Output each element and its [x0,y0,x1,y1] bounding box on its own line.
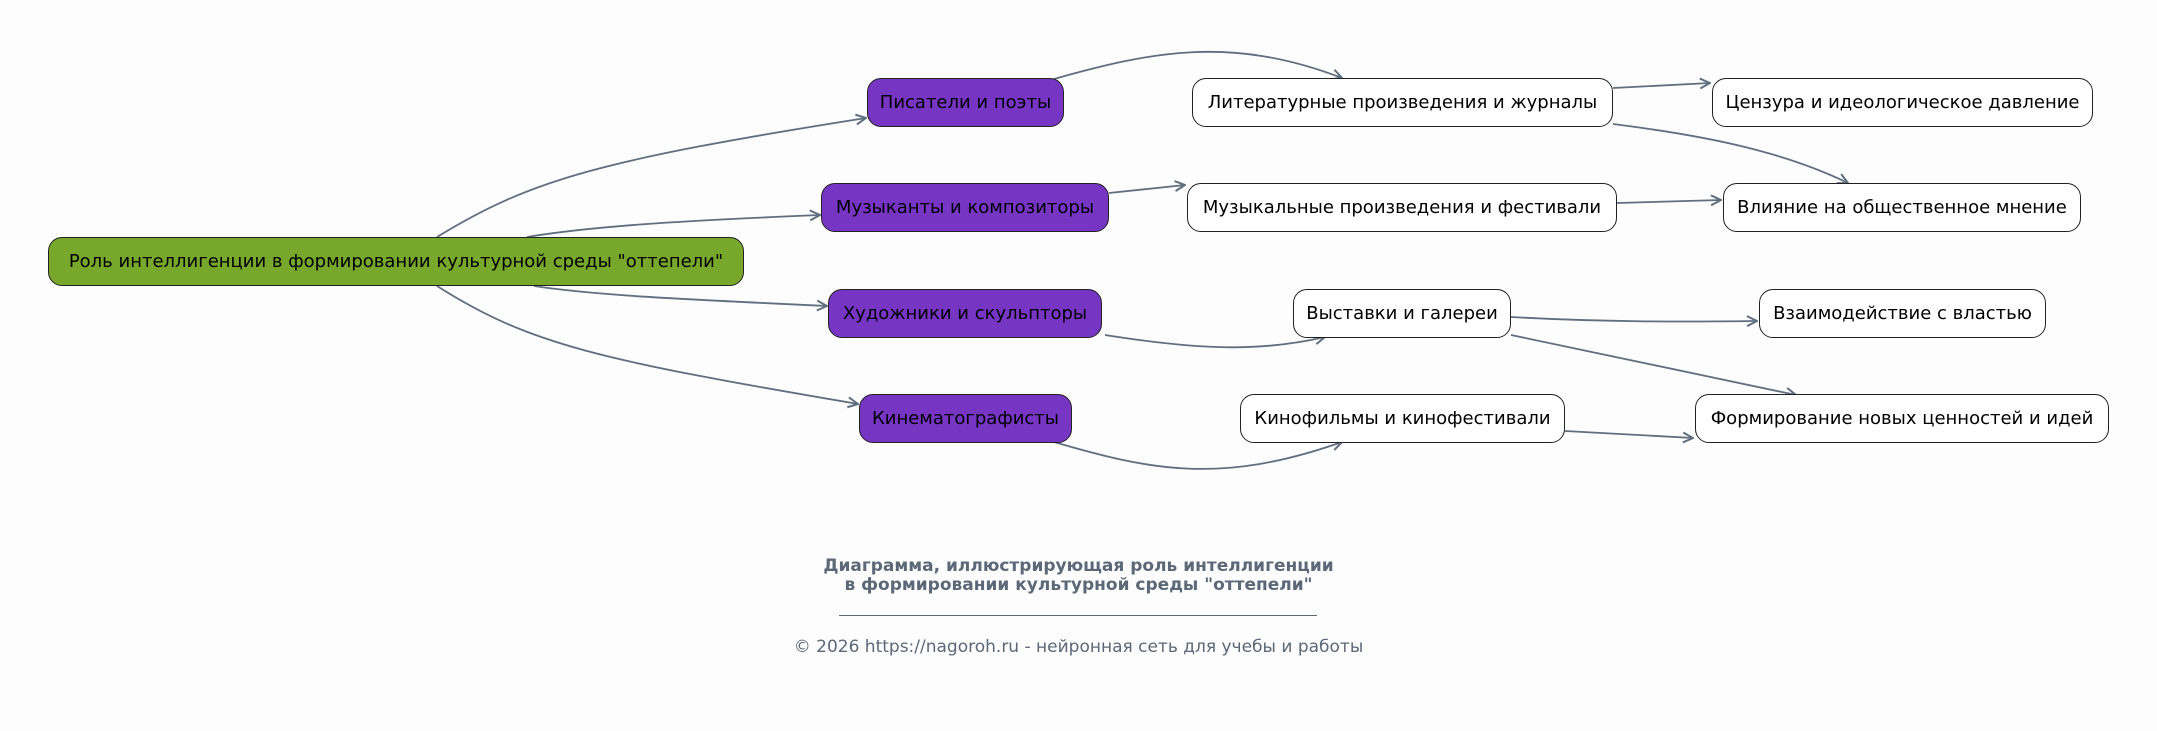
node-writers: Писатели и поэты [867,78,1064,127]
edge-root-writers [436,118,866,238]
footer-copyright: © 2026 https://nagoroh.ru - нейронная се… [793,637,1364,657]
diagram-caption: Диаграмма, иллюстрирующая роль интеллиге… [0,557,2157,595]
node-censorship: Цензура и идеологическое давление [1712,78,2093,127]
edge-literature-influence [1612,123,1848,183]
node-musicians: Музыканты и композиторы [821,183,1109,232]
node-interaction: Взаимодействие с властью [1759,289,2046,338]
edge-literature-censorship [1612,83,1710,88]
edge-exhibitions-new-values [1510,334,1796,395]
node-films: Кинофильмы и кинофестивали [1240,394,1565,443]
edge-films-new-values [1564,430,1693,438]
edge-writers-literature [1053,50,1342,79]
edge-musicians-music [1108,185,1185,194]
edge-root-artists [533,285,827,306]
edge-music-influence [1616,200,1721,203]
node-music: Музыкальные произведения и фестивали [1187,183,1617,232]
edge-root-filmmakers [436,285,858,404]
edge-filmmakers-films [1053,442,1342,470]
edge-exhibitions-interaction [1510,317,1757,322]
caption-line-1: Диаграмма, иллюстрирующая роль интеллиге… [823,556,1334,576]
node-exhibitions: Выставки и галереи [1293,289,1511,338]
node-influence: Влияние на общественное мнение [1723,183,2081,232]
caption-divider [839,615,1317,616]
node-filmmakers: Кинематографисты [859,394,1072,443]
node-artists: Художники и скульпторы [828,289,1102,338]
caption-line-2: в формировании культурной среды "оттепел… [844,575,1313,595]
node-literature: Литературные произведения и журналы [1192,78,1613,127]
edge-root-musicians [526,215,820,238]
node-new-values: Формирование новых ценностей и идей [1695,394,2109,443]
edge-artists-exhibitions [1104,335,1325,349]
root-node: Роль интеллигенции в формировании культу… [48,237,744,286]
